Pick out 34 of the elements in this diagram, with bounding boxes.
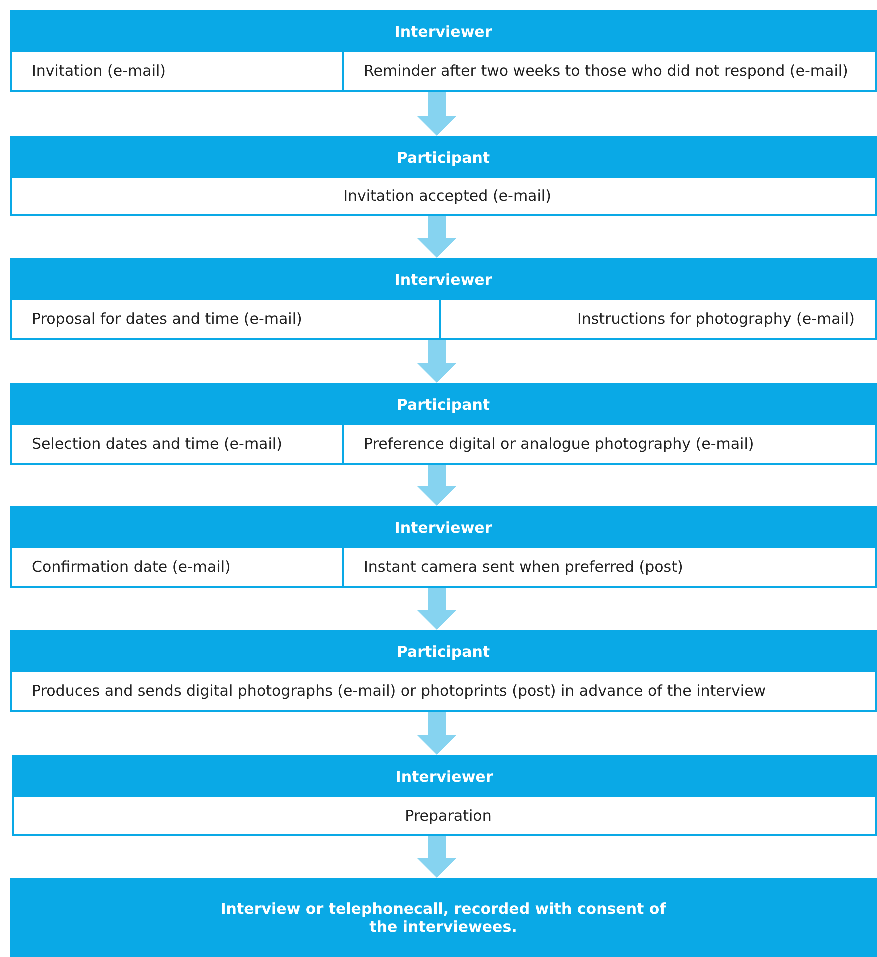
stage-panel	[10, 383, 877, 465]
final-step-box	[10, 878, 877, 957]
stage-panel	[12, 755, 877, 836]
flow-arrow	[417, 836, 457, 878]
step-text: Invitation (e-mail)	[32, 62, 166, 80]
stage-panel	[10, 506, 877, 588]
stage-heading: Interviewer	[12, 12, 875, 52]
stage-heading: Interviewer	[12, 508, 875, 548]
stage-panel	[10, 10, 877, 92]
step-text: Selection dates and time (e-mail)	[32, 435, 282, 453]
step-text: Preparation	[405, 806, 492, 824]
stage-heading: Participant	[12, 385, 875, 425]
flow-arrow	[417, 465, 457, 506]
step-text: Instant camera sent when preferred (post)	[364, 558, 684, 576]
stage-panel	[10, 136, 877, 216]
stage-heading: Participant	[12, 138, 875, 178]
step-text: Produces and sends digital photographs (e-mail) or photoprints (post) in advance of the interview	[32, 682, 766, 700]
step-text: Confirmation date (e-mail)	[32, 558, 231, 576]
stage-panel	[10, 630, 877, 712]
step-text: Preference digital or analogue photography (e-mail)	[364, 435, 754, 453]
flow-arrow	[417, 92, 457, 136]
flow-arrow	[417, 216, 457, 258]
step-text: Invitation accepted (e-mail)	[344, 187, 552, 205]
stage-panel	[10, 258, 877, 340]
step-text: Instructions for photography (e-mail)	[577, 310, 855, 328]
flow-arrow	[417, 340, 457, 383]
step-text: Interview or telephonecall, recorded with consent of the interviewees.	[220, 900, 668, 936]
step-text: Proposal for dates and time (e-mail)	[32, 310, 302, 328]
flow-arrow	[417, 712, 457, 755]
stage-heading: Participant	[12, 632, 875, 672]
stage-heading: Interviewer	[12, 260, 875, 300]
flow-arrow	[417, 588, 457, 630]
stage-heading: Interviewer	[14, 757, 875, 797]
step-text: Reminder after two weeks to those who did not respond (e-mail)	[364, 62, 848, 80]
